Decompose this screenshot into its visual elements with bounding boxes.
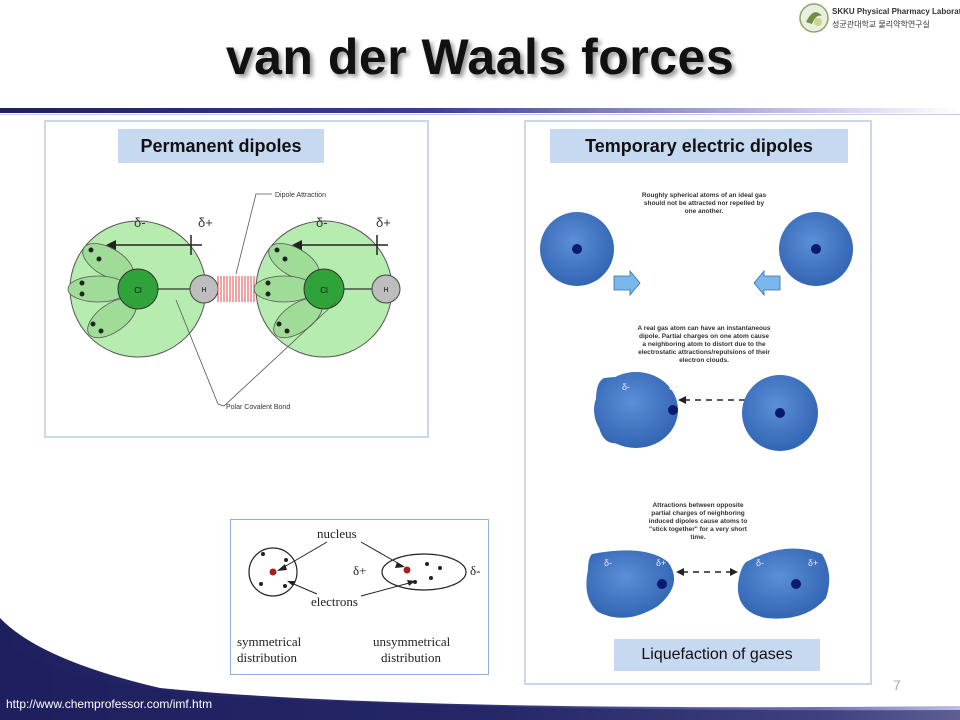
delta-minus-label-5: δ-	[756, 558, 764, 568]
logo-emblem-icon	[799, 3, 829, 33]
delta-plus-label-2: δ+	[376, 215, 391, 230]
electron-distribution-diagram: nucleus δ+ δ- electrons symmetrical dist…	[237, 526, 480, 665]
delta-minus-label-4: δ-	[604, 558, 612, 568]
temporary-dipoles-diagram: Roughly spherical atoms of an ideal gas …	[540, 192, 853, 619]
delta-minus-label-3: δ-	[622, 382, 630, 392]
nucleus-label: nucleus	[317, 526, 357, 541]
caption-3-line-1: Attractions between opposite	[652, 502, 743, 509]
title-divider	[0, 108, 960, 115]
delta-minus-label-2: δ-	[316, 215, 328, 230]
caption-2-line-1: A real gas atom can have an instantaneou…	[637, 325, 770, 332]
delta-plus-label-1: δ+	[198, 215, 213, 230]
source-url-link[interactable]: http://www.chemprofessor.com/imf.htm	[6, 697, 213, 711]
atom-cl-label-2: Cl	[320, 286, 328, 295]
electron-distribution-panel: nucleus δ+ δ- electrons symmetrical dist…	[230, 519, 489, 675]
caption-2-line-5: electron clouds.	[679, 357, 729, 364]
atom-cl-label-1: Cl	[134, 286, 142, 295]
permanent-dipoles-diagram: Cl H δ- δ+	[67, 192, 401, 411]
delta-minus-label-1: δ-	[134, 215, 146, 230]
caption-3-line-4: "stick together" for a very short	[649, 526, 748, 533]
permanent-dipoles-panel: Cl H δ- δ+	[44, 120, 429, 438]
temporary-dipoles-panel: Roughly spherical atoms of an ideal gas …	[524, 120, 872, 685]
symmetrical-label: symmetrical	[237, 634, 302, 649]
delta-minus-label-6: δ-	[470, 563, 480, 578]
delta-plus-label-6: δ+	[353, 563, 366, 578]
liquefaction-label: Liquefaction of gases	[614, 639, 820, 671]
delta-plus-label-3: δ+	[669, 382, 679, 392]
symmetrical-distribution-label: distribution	[237, 650, 297, 665]
caption-1-line-3: one another.	[685, 208, 724, 215]
caption-2-line-3: a neighboring atom to distort due to the	[642, 341, 766, 348]
caption-1-line-2: should not be attracted nor repelled by	[644, 200, 765, 207]
caption-3-line-3: induced dipoles cause atoms to	[649, 518, 748, 525]
atom-h-label-2: H	[383, 287, 388, 294]
unsymmetrical-label: unsymmetrical	[373, 634, 451, 649]
logo-line-2: 성균관대학교 물리약학연구실	[832, 20, 930, 29]
caption-2-line-2: dipole. Partial charges on one atom caus…	[639, 333, 769, 340]
delta-plus-label-5: δ+	[808, 558, 818, 568]
electrons-label: electrons	[311, 594, 358, 609]
slide-number: 7	[893, 677, 901, 693]
atom-h-label-1: H	[201, 287, 206, 294]
temporary-dipoles-label: Temporary electric dipoles	[550, 129, 848, 163]
logo: SKKU Physical Pharmacy Laboratory 성균관대학교…	[798, 2, 960, 34]
logo-line-1: SKKU Physical Pharmacy Laboratory	[832, 7, 960, 16]
permanent-dipoles-label: Permanent dipoles	[118, 129, 324, 163]
delta-plus-label-4: δ+	[656, 558, 666, 568]
caption-2-line-4: electrostatic attractions/repulsions of …	[638, 349, 770, 356]
caption-3-line-5: time.	[690, 534, 705, 541]
dipole-attraction-label: Dipole Attraction	[275, 192, 326, 199]
page-title: van der Waals forces	[225, 29, 735, 85]
unsymmetrical-distribution-label: distribution	[381, 650, 441, 665]
polar-covalent-bond-label: Polar Covalent Bond	[226, 404, 290, 411]
caption-3-line-2: partial charges of neighboring	[651, 510, 745, 517]
caption-1-line-1: Roughly spherical atoms of an ideal gas	[642, 192, 767, 199]
